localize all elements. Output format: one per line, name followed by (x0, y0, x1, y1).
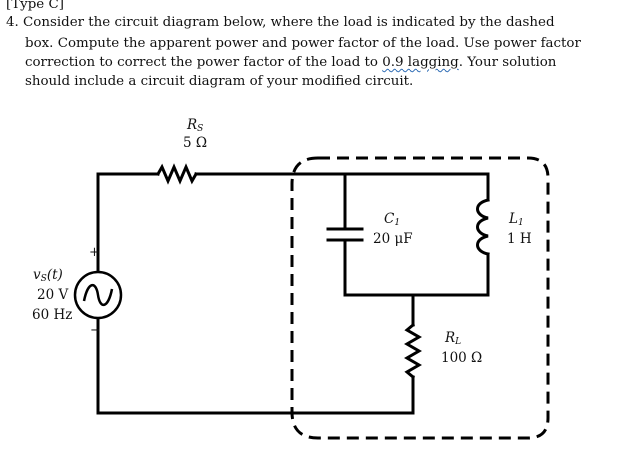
l1-symbol: L1 (509, 211, 524, 228)
c1-symbol: C1 (384, 211, 400, 228)
source-letter: v (33, 267, 41, 283)
rl-letter: R (445, 330, 456, 346)
source-subscript: S (40, 274, 47, 284)
c1-value: 20 μF (373, 231, 413, 247)
question-line-3-start: correction to correct the power factor o… (25, 55, 383, 70)
question-line-3: correction to correct the power factor o… (25, 54, 556, 71)
question-line-1: 4. Consider the circuit diagram below, w… (6, 15, 555, 30)
type-tag: [Type C] (6, 0, 64, 12)
rl-subscript: L (455, 337, 462, 347)
l1-subscript: 1 (517, 218, 524, 228)
rs-subscript: S (197, 124, 204, 134)
question-line-2: box. Compute the apparent power and powe… (25, 36, 581, 51)
rl-symbol: RL (445, 330, 461, 347)
source-plus-sign: + (89, 245, 100, 260)
ac-source-icon (73, 270, 123, 320)
rl-value: 100 Ω (441, 350, 483, 366)
source-voltage: 20 V (37, 287, 69, 303)
l1-value: 1 H (507, 231, 532, 247)
source-frequency: 60 Hz (32, 307, 73, 323)
question-line-3-end: . Your solution (458, 55, 557, 70)
question-line-4: should include a circuit diagram of your… (25, 74, 414, 89)
c1-subscript: 1 (394, 218, 401, 228)
rs-value: 5 Ω (183, 135, 208, 151)
load-boundary-dashed (290, 156, 550, 440)
source-minus-sign: − (90, 323, 101, 338)
resistor-rs (155, 163, 199, 185)
c1-letter: C (384, 211, 395, 227)
resistor-rl (404, 322, 422, 380)
source-argument: (t) (46, 267, 63, 283)
inductor-l1 (476, 198, 490, 256)
rs-letter: R (187, 117, 198, 133)
source-symbol: vS(t) (33, 267, 63, 284)
rs-symbol: RS (187, 117, 203, 134)
power-factor-target: 0.9 lagging (382, 55, 459, 70)
l1-letter: L (509, 211, 518, 227)
